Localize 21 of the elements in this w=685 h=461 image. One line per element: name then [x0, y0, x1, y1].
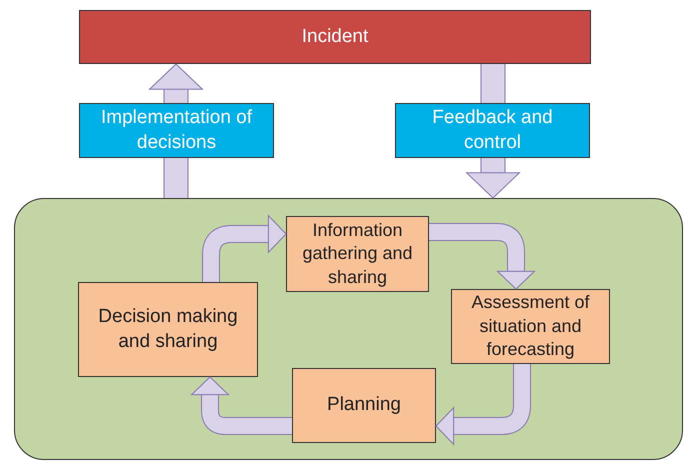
node-text: Implementation of decisions — [100, 106, 254, 154]
block-arrow — [429, 223, 536, 290]
node-text: Incident — [300, 24, 370, 49]
node-text: Information gathering and sharing — [301, 218, 414, 289]
label-box — [395, 103, 590, 158]
block-arrow — [465, 158, 521, 199]
node-text: Feedback and control — [431, 106, 554, 154]
process-box — [78, 282, 258, 377]
label-box — [79, 103, 274, 158]
process-area — [14, 198, 683, 460]
node-text: Planning — [326, 393, 402, 418]
block-arrow — [148, 63, 204, 103]
block-arrow — [435, 364, 531, 446]
process-box — [451, 289, 610, 364]
block-arrow — [190, 376, 292, 435]
incident-box — [79, 10, 591, 64]
process-box — [286, 216, 429, 292]
process-box — [292, 368, 436, 443]
node-text: Assessment of situation and forecasting — [470, 291, 591, 362]
node-text: Decision making and sharing — [97, 304, 239, 354]
block-arrow — [202, 214, 287, 282]
